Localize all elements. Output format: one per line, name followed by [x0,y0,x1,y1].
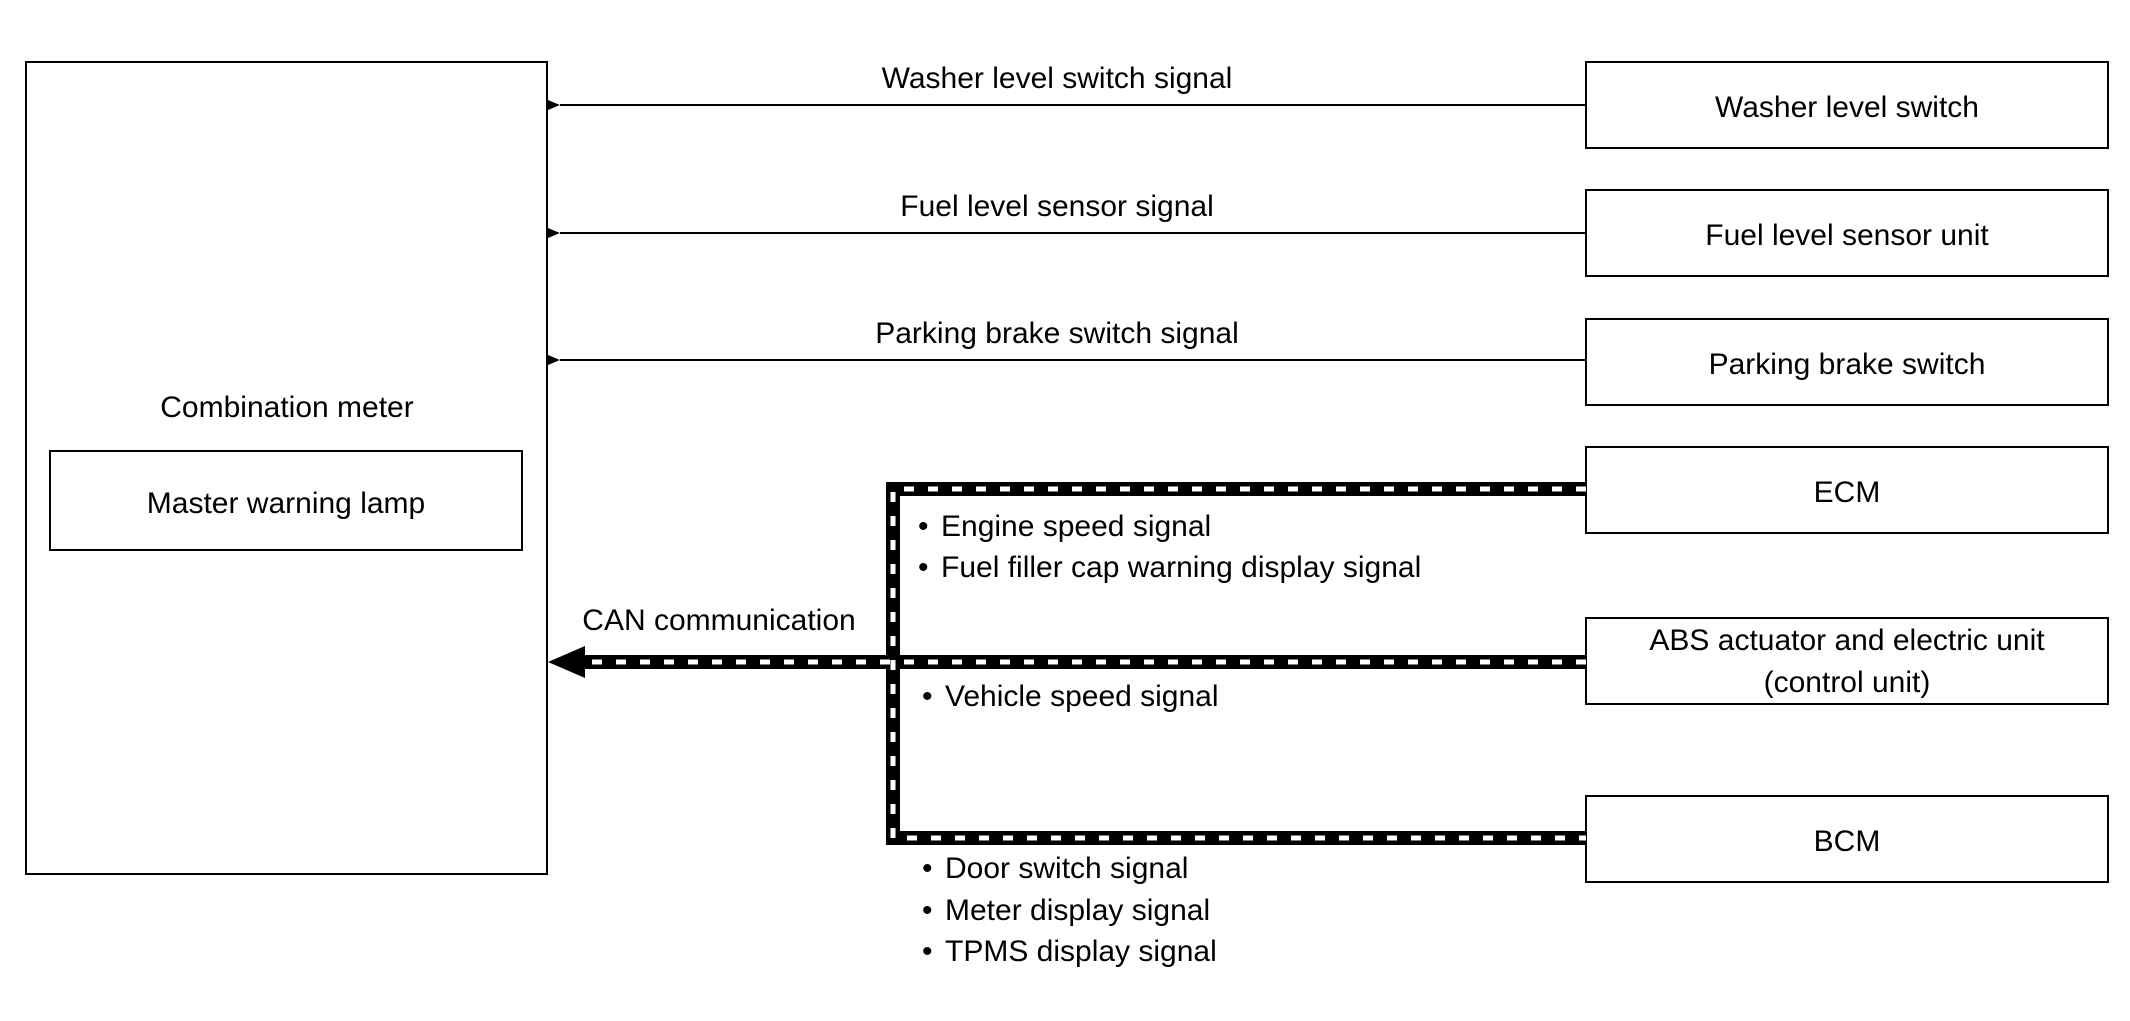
bcm-signal-bullet: • [922,935,933,968]
abs-signal-bullet: • [922,680,933,713]
fuel-signal-line: Fuel level sensor signal [548,190,1586,238]
bcm-signal-bullet: • [922,894,933,927]
bcm-signal-item: TPMS display signal [945,935,1217,968]
can-arrow-head [548,646,585,678]
bcm-signal-list: • Door switch signal • Meter display sig… [922,852,1217,968]
fuel-level-sensor-unit-label: Fuel level sensor unit [1705,219,1989,252]
washer-signal-line: Washer level switch signal [548,62,1586,110]
bcm-signal-bullet: • [922,852,933,885]
fuel-signal-label: Fuel level sensor signal [900,190,1214,223]
parking-brake-switch-box: Parking brake switch [1585,318,2109,406]
abs-signal-item: Vehicle speed signal [945,680,1219,713]
ecm-label: ECM [1814,476,1881,509]
ecm-signal-item: Fuel filler cap warning display signal [941,551,1421,584]
parking-signal-label: Parking brake switch signal [875,317,1239,350]
parking-signal-line: Parking brake switch signal [548,317,1586,365]
ecm-signal-list: • Engine speed signal • Fuel filler cap … [918,510,1421,584]
ecm-signal-bullet: • [918,510,929,543]
bcm-signal-item: Meter display signal [945,894,1210,927]
washer-level-switch-box: Washer level switch [1585,61,2109,149]
combination-meter-title: Combination meter [160,391,413,424]
washer-signal-label: Washer level switch signal [882,62,1233,95]
fuel-level-sensor-unit-box: Fuel level sensor unit [1585,189,2109,277]
ecm-box: ECM [1585,446,2109,534]
bcm-label: BCM [1814,825,1881,858]
abs-actuator-label-line1: ABS actuator and electric unit [1649,624,2045,657]
ecm-signal-bullet: • [918,551,929,584]
bcm-box: BCM [1585,795,2109,883]
ecm-signal-item: Engine speed signal [941,510,1211,543]
bcm-signal-item: Door switch signal [945,852,1188,885]
abs-signal-list: • Vehicle speed signal [922,680,1219,713]
abs-actuator-box: ABS actuator and electric unit (control … [1585,617,2109,705]
washer-level-switch-label: Washer level switch [1715,91,1979,124]
combination-meter-box: Combination meter Master warning lamp [25,61,548,875]
abs-actuator-label-line2: (control unit) [1764,666,1931,699]
master-warning-lamp-label: Master warning lamp [147,487,425,520]
can-communication-label: CAN communication [582,604,855,637]
can-bus: CAN communication [548,482,1586,845]
parking-brake-switch-label: Parking brake switch [1709,348,1986,381]
master-warning-lamp-box [49,450,523,551]
